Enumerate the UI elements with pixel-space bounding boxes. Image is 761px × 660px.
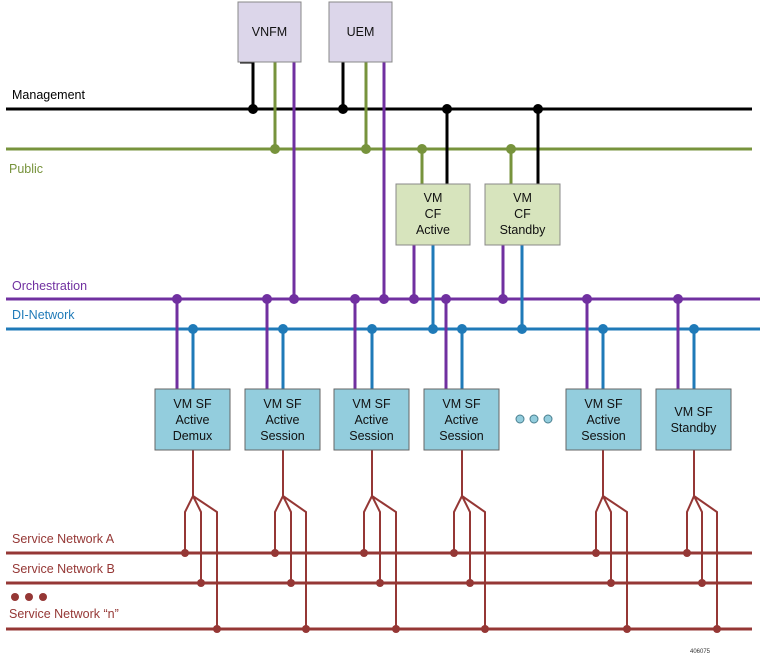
- management-label: Management: [12, 88, 85, 102]
- cf-connectors: [412, 109, 540, 329]
- sf-active-session-box-1: VM SF Active Session: [244, 388, 321, 451]
- cf-active-line-1: VM: [424, 191, 443, 205]
- sf1-line-1: VM SF: [173, 397, 212, 411]
- sf5-line-2: Active: [586, 413, 620, 427]
- uem-label: UEM: [347, 25, 375, 39]
- sf4-line-2: Active: [444, 413, 478, 427]
- sf6-line-2: Standby: [671, 421, 718, 435]
- sf-service-connectors: [184, 450, 718, 629]
- uem-box: UEM: [328, 1, 393, 63]
- cf-standby-line-3: Standby: [500, 223, 547, 237]
- sf1-line-3: Demux: [173, 429, 213, 443]
- cf-standby-line-2: CF: [514, 207, 531, 221]
- sf-active-session-box-3: VM SF Active Session: [423, 388, 500, 451]
- sf4-line-1: VM SF: [442, 397, 481, 411]
- cf-standby-box: VM CF Standby: [484, 183, 561, 246]
- sf-active-session-box-2: VM SF Active Session: [333, 388, 410, 451]
- mgmt-connectors: [240, 60, 386, 299]
- ellipsis-dots: [515, 414, 553, 424]
- sf-upper-connectors: [175, 299, 696, 389]
- junction-dots: [172, 104, 721, 633]
- sf2-line-2: Active: [265, 413, 299, 427]
- sf6-line-1: VM SF: [674, 405, 713, 419]
- cf-active-box: VM CF Active: [395, 183, 471, 246]
- sf-active-demux-box: VM SF Active Demux: [154, 388, 231, 451]
- vnfm-label: VNFM: [252, 25, 287, 39]
- cf-active-line-2: CF: [425, 207, 442, 221]
- sf3-line-3: Session: [349, 429, 394, 443]
- sf5-line-1: VM SF: [584, 397, 623, 411]
- figure-id: 406075: [690, 649, 711, 655]
- sf-active-session-box-4: VM SF Active Session: [565, 388, 642, 451]
- vnfm-box: VNFM: [237, 1, 302, 63]
- sf5-line-3: Session: [581, 429, 626, 443]
- sf3-line-1: VM SF: [352, 397, 391, 411]
- di-network-label: DI-Network: [12, 308, 75, 322]
- orchestration-label: Orchestration: [12, 279, 87, 293]
- service-network-b-label: Service Network B: [12, 562, 115, 576]
- sf2-line-3: Session: [260, 429, 305, 443]
- service-network-n-label: Service Network “n”: [9, 607, 119, 621]
- sf-standby-box: VM SF Standby: [655, 388, 732, 451]
- more-networks-dots: [11, 593, 47, 601]
- sf3-line-2: Active: [354, 413, 388, 427]
- service-network-a-label: Service Network A: [12, 532, 115, 546]
- cf-standby-line-1: VM: [513, 191, 532, 205]
- cf-active-line-3: Active: [416, 223, 450, 237]
- sf4-line-3: Session: [439, 429, 484, 443]
- public-label: Public: [9, 162, 43, 176]
- sf2-line-1: VM SF: [263, 397, 302, 411]
- sf1-line-2: Active: [175, 413, 209, 427]
